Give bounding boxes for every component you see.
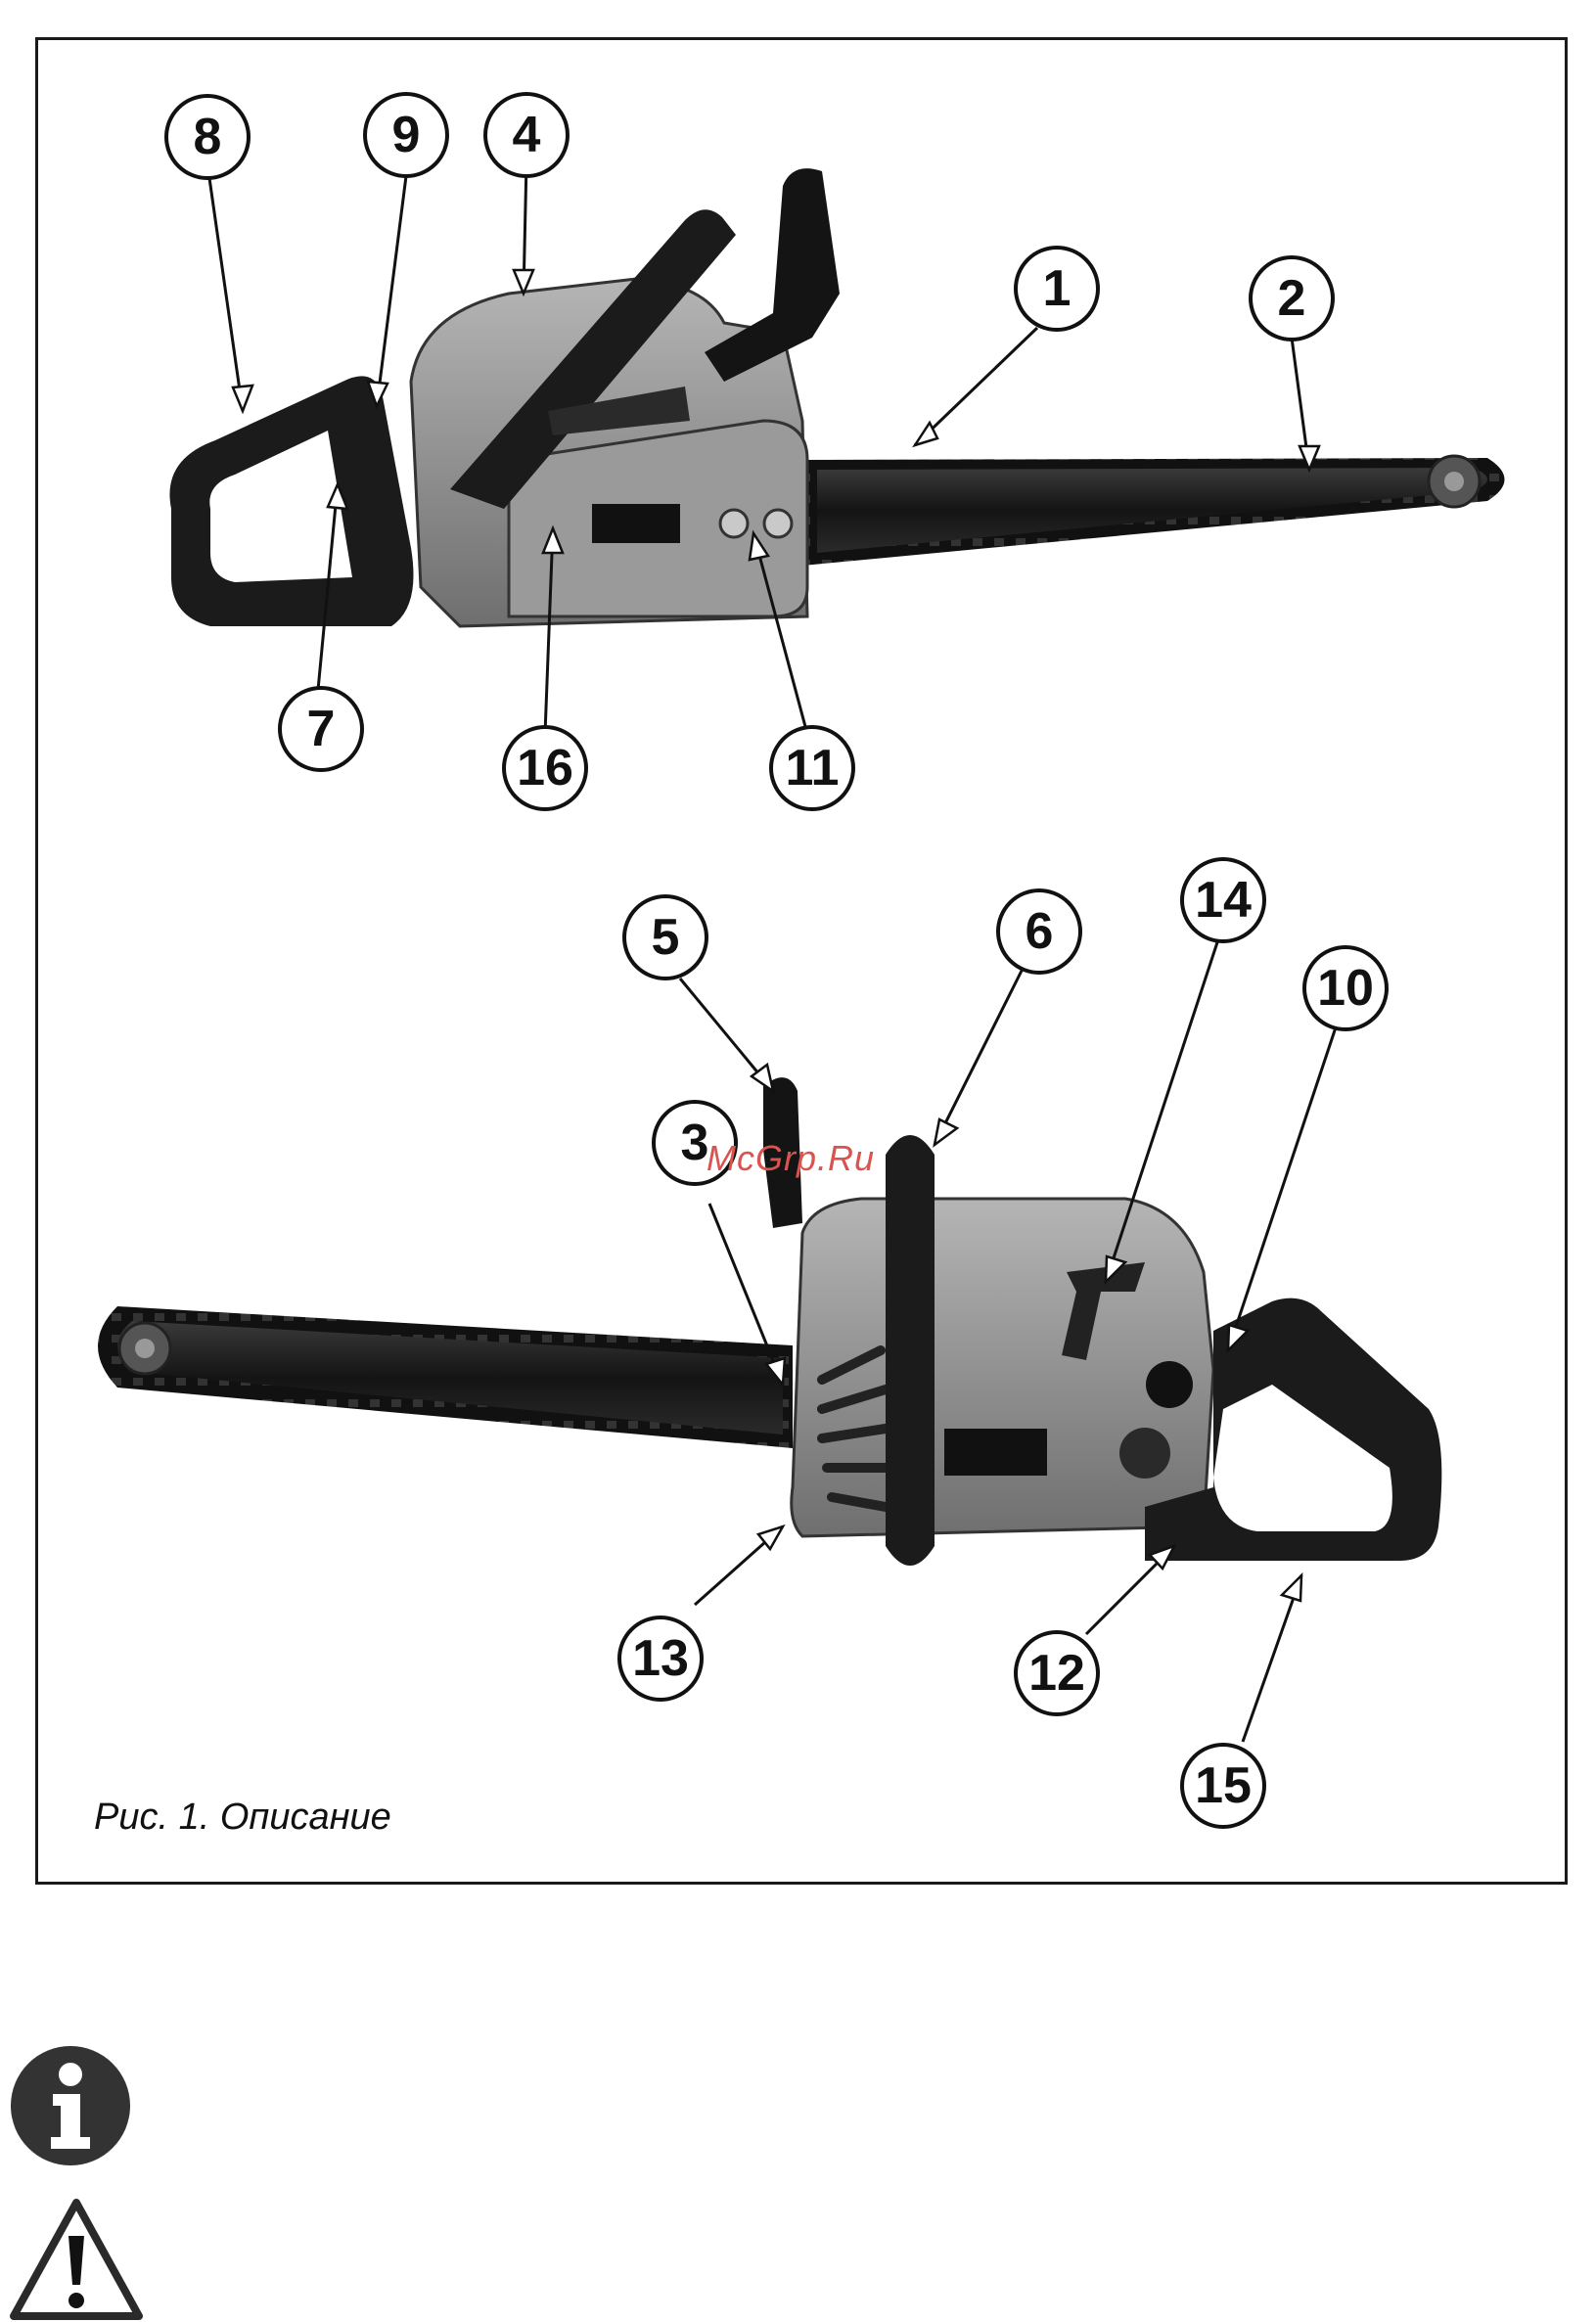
- svg-text:8: 8: [194, 109, 222, 165]
- front-handle-bottom: [886, 1135, 935, 1566]
- svg-text:2: 2: [1278, 270, 1306, 327]
- callout-8: 8: [166, 96, 249, 178]
- chain-brake-top: [705, 168, 840, 382]
- info-icon: [8, 2043, 133, 2168]
- svg-text:14: 14: [1195, 872, 1252, 929]
- callout-7: 7: [280, 688, 362, 770]
- chainsaw-top-view: [169, 168, 1504, 626]
- callout-14: 14: [1182, 859, 1264, 941]
- svg-text:11: 11: [786, 740, 840, 797]
- svg-text:9: 9: [392, 107, 421, 163]
- callout-4: 4: [485, 94, 568, 176]
- callout-2: 2: [1251, 257, 1333, 340]
- svg-text:15: 15: [1195, 1757, 1252, 1814]
- callout-5: 5: [624, 896, 707, 979]
- svg-text:5: 5: [652, 909, 680, 966]
- callout-15: 15: [1182, 1745, 1264, 1827]
- callout-9: 9: [365, 94, 447, 176]
- callout-6: 6: [998, 890, 1080, 973]
- watermark: McGrp.Ru: [707, 1138, 875, 1179]
- svg-text:10: 10: [1317, 960, 1374, 1017]
- callout-11: 11: [771, 727, 853, 809]
- callout-13: 13: [619, 1617, 702, 1700]
- svg-text:4: 4: [513, 107, 541, 163]
- callout-1: 1: [1016, 248, 1098, 330]
- warning-icon: [8, 2197, 145, 2322]
- figure-caption: Рис. 1. Описание: [94, 1797, 391, 1839]
- callout-12: 12: [1016, 1632, 1098, 1714]
- svg-text:12: 12: [1028, 1645, 1085, 1702]
- svg-text:6: 6: [1026, 903, 1054, 960]
- callout-10: 10: [1304, 947, 1387, 1029]
- svg-text:3: 3: [681, 1115, 709, 1171]
- svg-text:13: 13: [632, 1630, 689, 1687]
- svg-text:16: 16: [517, 740, 573, 797]
- svg-text:1: 1: [1043, 260, 1072, 317]
- svg-text:7: 7: [307, 701, 336, 757]
- callout-16: 16: [504, 727, 586, 809]
